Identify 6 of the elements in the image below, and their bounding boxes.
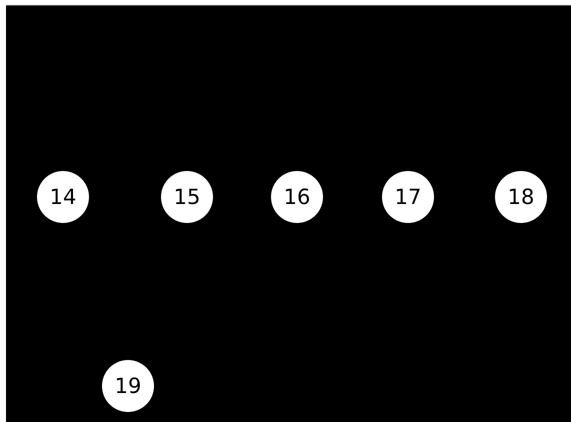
callout-number: 18: [495, 171, 547, 223]
callout-number: 17: [382, 171, 434, 223]
callout-number: 19: [102, 360, 154, 412]
callout-number: 15: [161, 171, 213, 223]
callout-number: 14: [37, 171, 89, 223]
callout-number: 16: [271, 171, 323, 223]
